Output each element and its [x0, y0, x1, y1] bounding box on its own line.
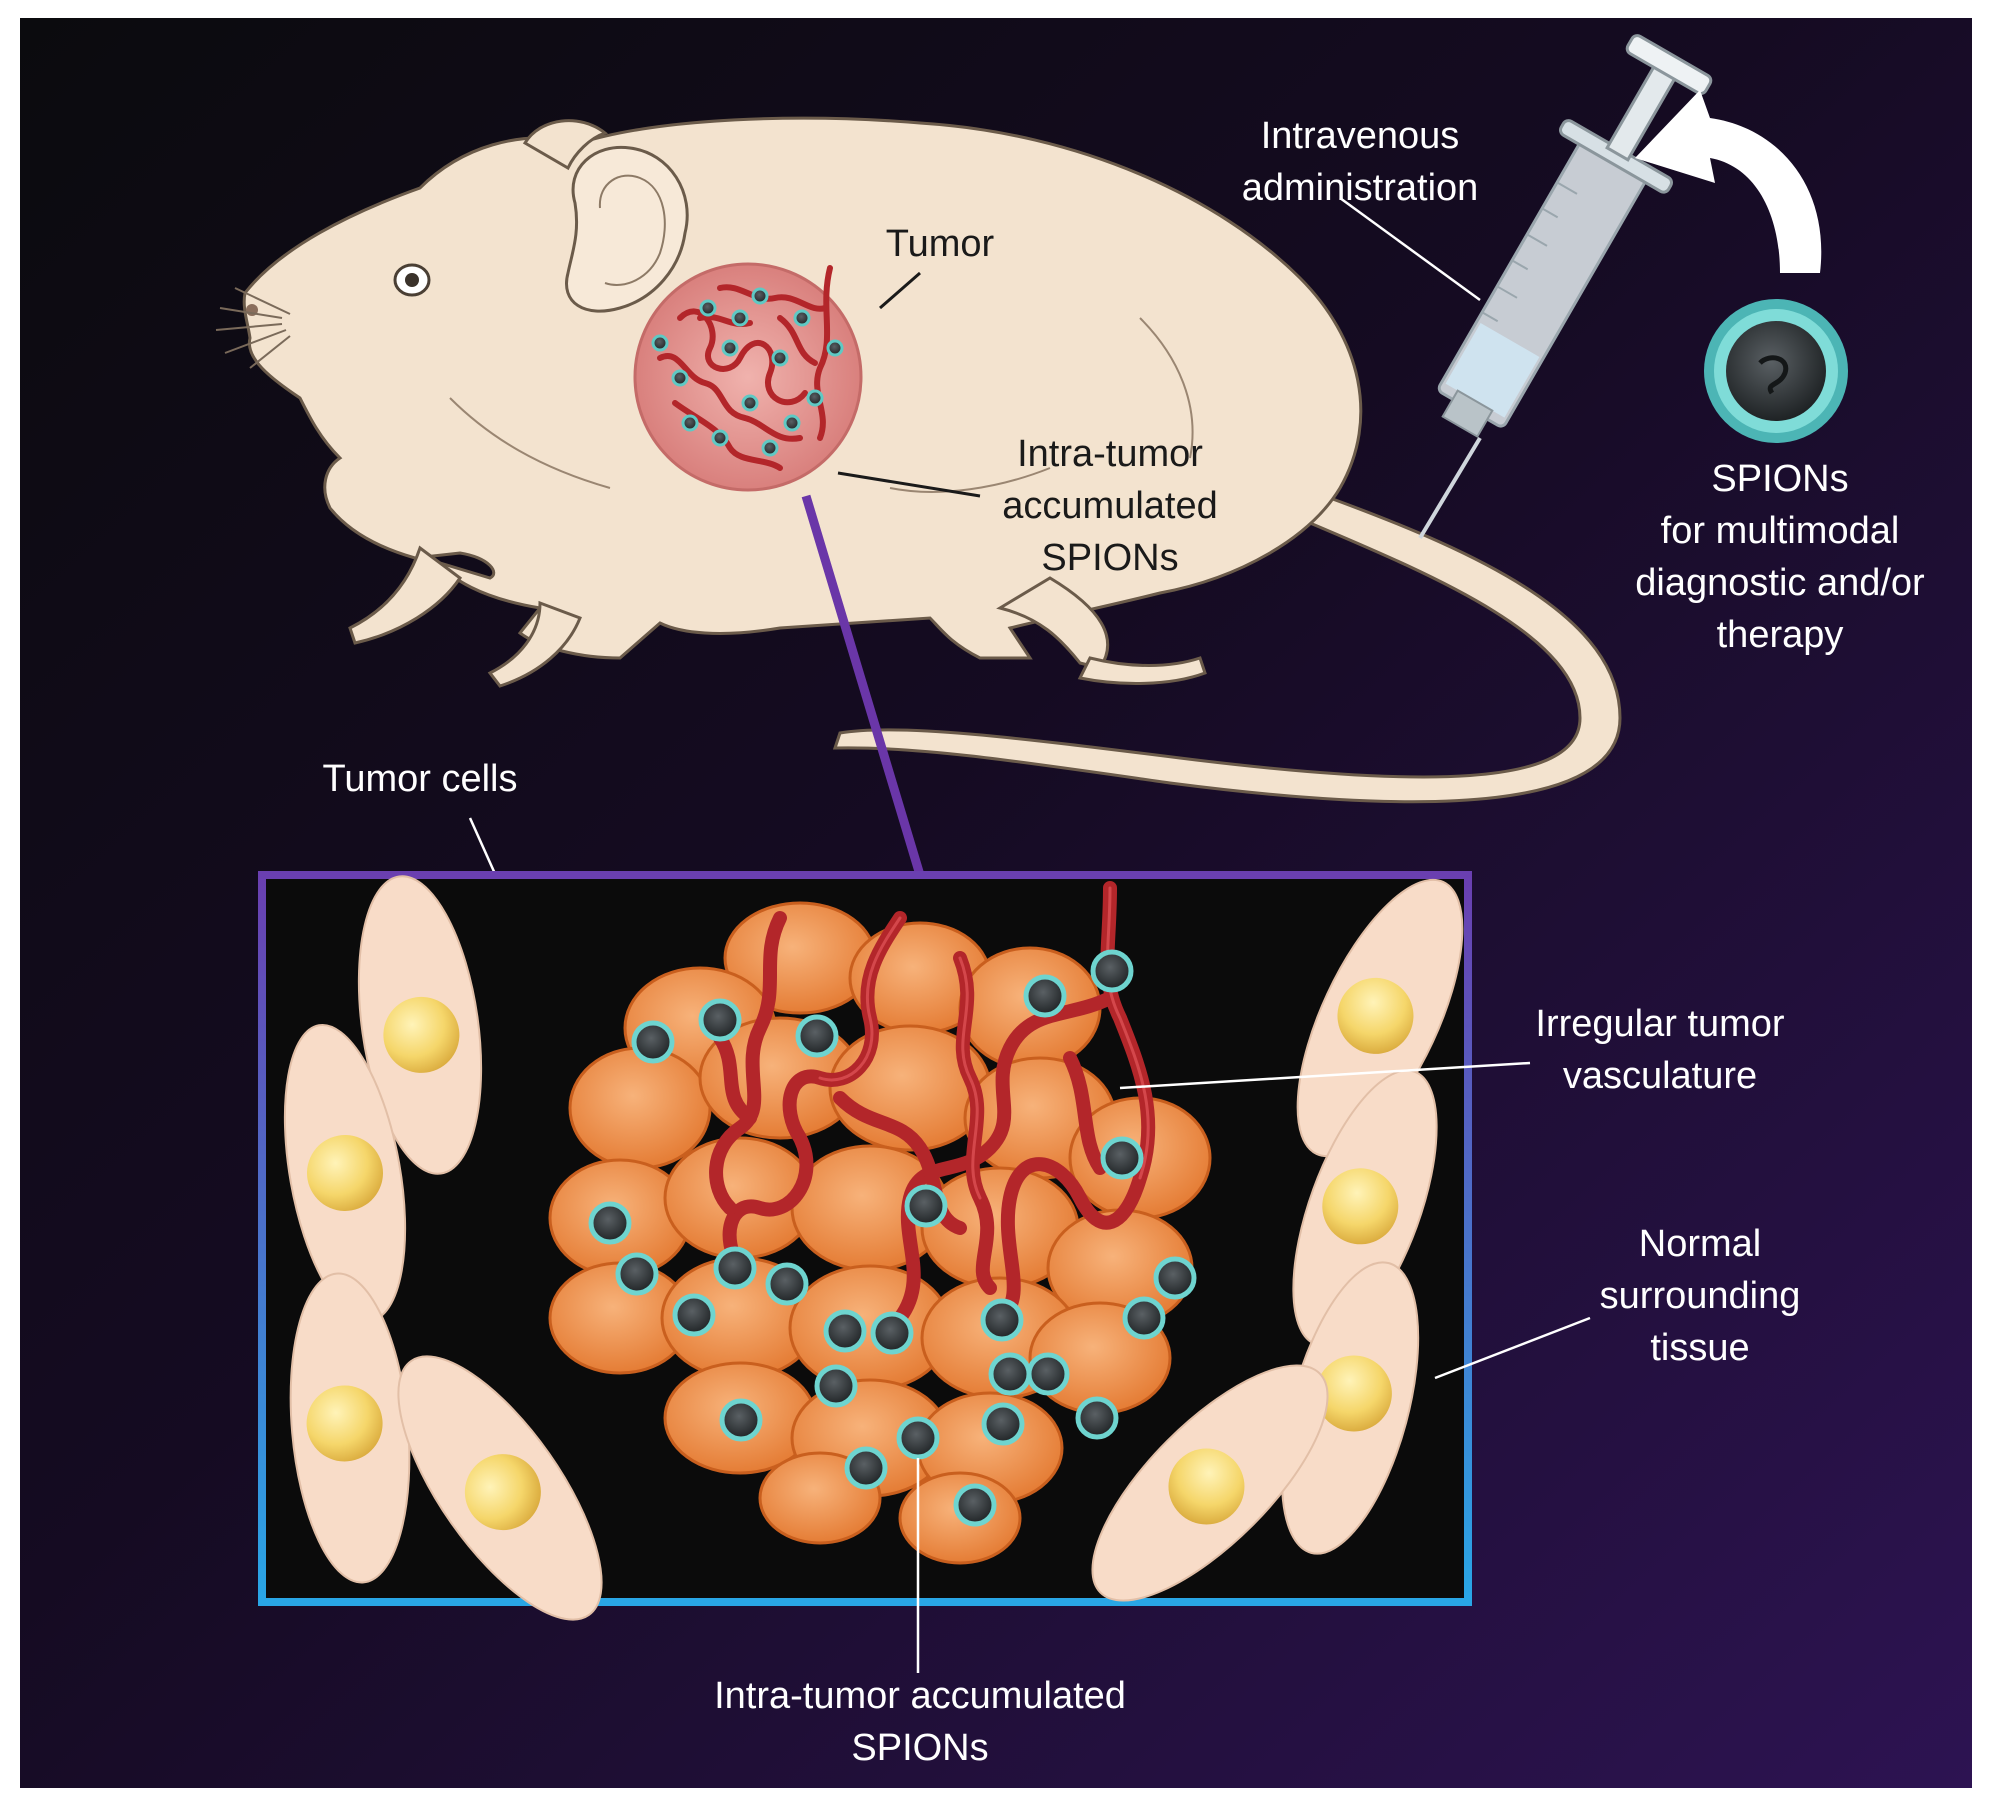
vasculature-callout-line	[1119, 1061, 1531, 1090]
figure-graphic	[20, 18, 1972, 1788]
intra-tumor-callout-line	[837, 471, 981, 498]
normal-cells-left	[283, 875, 603, 1621]
label-spions: SPIONs for multimodal diagnostic and/or …	[1635, 458, 1925, 656]
normal-cells-right	[1091, 878, 1464, 1602]
label-intravenous: Intravenous administration	[1241, 115, 1479, 209]
tumor-spions-small	[651, 287, 844, 457]
label-tumor-cells: Tumor cells	[322, 758, 518, 800]
normal-tissue-callout-line	[1434, 1316, 1591, 1380]
label-irregular-vasculature: Irregular tumor vasculature	[1535, 1003, 1785, 1097]
tumor-vasculature-highlight	[818, 886, 1150, 1200]
intravenous-callout-line	[1339, 196, 1481, 302]
label-intra-tumor-mouse: Intra-tumor accumulated SPIONs	[1002, 433, 1218, 579]
tumor-region	[633, 262, 863, 492]
figure-panel: Intravenous administration SPIONs for mu…	[20, 18, 1972, 1788]
syringe-icon	[1418, 34, 1713, 540]
zoom-connector	[801, 494, 925, 877]
inset-panel	[258, 871, 1591, 1673]
spion-nanoparticle-icon	[1704, 299, 1848, 443]
label-normal-tissue: Normal surrounding tissue	[1599, 1223, 1801, 1369]
label-intra-tumor-bottom: Intra-tumor accumulated SPIONs	[714, 1675, 1126, 1769]
curved-arrow-icon	[1635, 90, 1822, 273]
tumor-callout-line	[879, 271, 921, 310]
label-tumor: Tumor	[885, 223, 995, 265]
inset-spions	[588, 949, 1197, 1527]
